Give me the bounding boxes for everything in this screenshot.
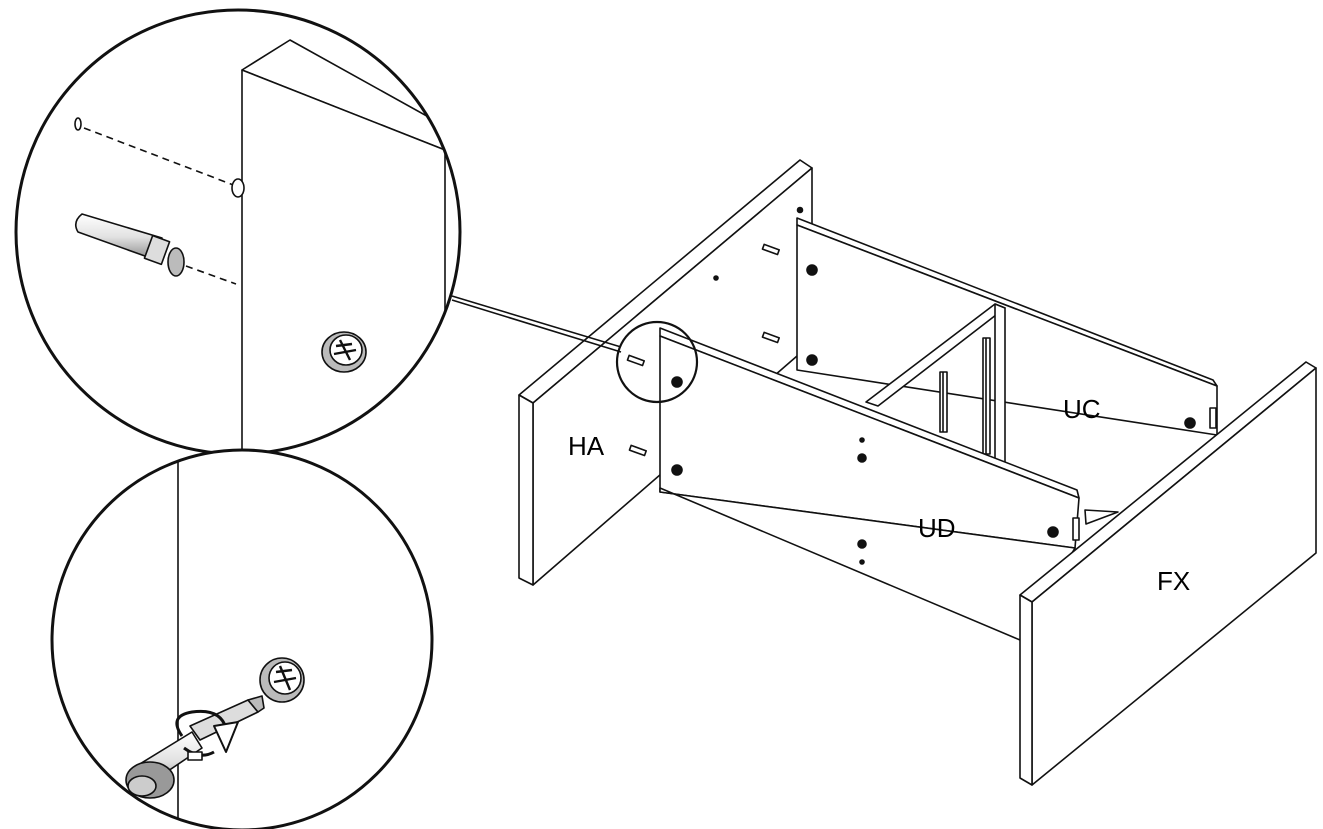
detail-callout <box>451 295 699 404</box>
detail-circle-turn-cam <box>50 448 434 829</box>
label-ha: HA <box>568 431 605 461</box>
label-fx: FX <box>1157 566 1190 596</box>
label-uc: UC <box>1063 394 1101 424</box>
back-panel-uc <box>796 217 1218 436</box>
rotate-arrow-icon <box>175 709 239 761</box>
screwdriver-icon <box>125 695 265 799</box>
bottom-rail <box>1084 509 1119 525</box>
cam-lock-icon <box>259 657 305 703</box>
front-panel-fx <box>1019 361 1317 786</box>
middle-panel-ud <box>659 327 1080 641</box>
detail-circle-insert-pin <box>14 8 462 456</box>
label-ud: UD <box>918 513 956 543</box>
cam-lock-icon <box>321 331 367 373</box>
center-divider <box>865 303 1006 469</box>
